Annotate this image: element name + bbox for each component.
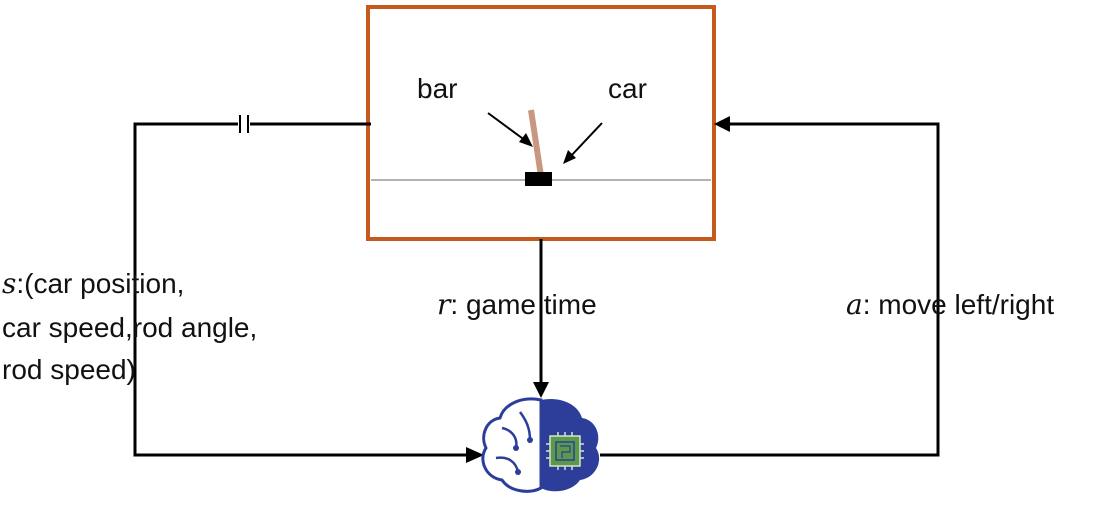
reward-arrowhead bbox=[533, 382, 549, 398]
state-label-line-3: rod speed) bbox=[2, 354, 136, 385]
bar-pointer-arrowhead bbox=[519, 133, 533, 147]
state-connector bbox=[133, 122, 470, 457]
reward-text: : game time bbox=[450, 289, 597, 320]
brain-chip-icon bbox=[481, 397, 600, 493]
action-label: a: move left/right bbox=[846, 287, 1054, 323]
bar-label: bar bbox=[417, 73, 458, 104]
action-connector bbox=[600, 122, 940, 457]
car-label: car bbox=[608, 73, 647, 104]
bar-pointer-arrow bbox=[487, 112, 527, 142]
state-label: s:(car position, bbox=[2, 266, 184, 302]
pole-bar bbox=[528, 109, 544, 177]
state-line-1: :(car position, bbox=[16, 268, 185, 299]
reward-label: r: game time bbox=[437, 287, 597, 323]
cart-block bbox=[525, 172, 552, 186]
state-arrowhead bbox=[466, 447, 484, 463]
action-arrowhead bbox=[714, 116, 730, 132]
action-symbol: a bbox=[846, 288, 863, 321]
environment-frame bbox=[366, 5, 716, 241]
state-label-line-2: car speed,rod angle, bbox=[2, 312, 258, 343]
state-symbol: s bbox=[2, 267, 17, 300]
action-text: : move left/right bbox=[862, 289, 1055, 320]
car-pointer-arrowhead bbox=[563, 150, 576, 164]
reward-symbol: r bbox=[437, 288, 451, 321]
car-pointer-arrow bbox=[569, 122, 603, 158]
